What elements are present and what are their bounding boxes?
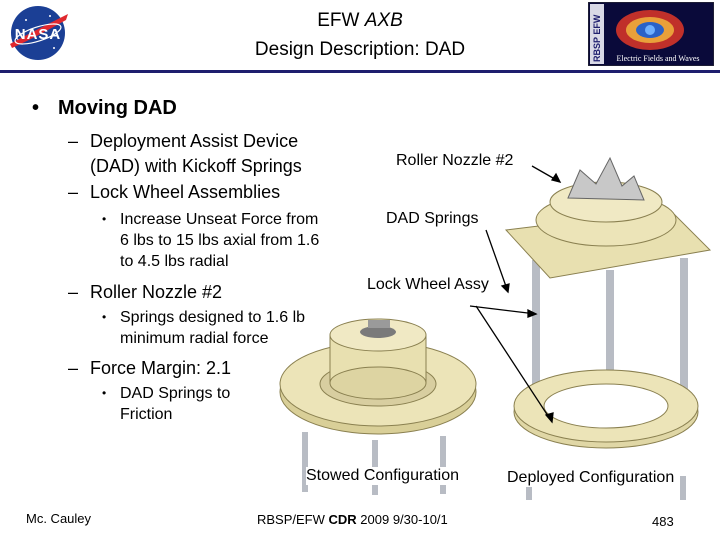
- footer-author: Mc. Cauley: [26, 511, 92, 526]
- footer-center-suffix: 2009 9/30-10/1: [356, 512, 448, 527]
- bullet-dad-text: Deployment Assist Device (DAD) with Kick…: [90, 131, 302, 176]
- bullet-roller: –Roller Nozzle #2: [68, 282, 223, 302]
- title-italic: AXB: [364, 10, 403, 31]
- mission-logo-caption: Electric Fields and Waves: [617, 54, 700, 63]
- bullet-dad: –Deployment Assist Device (DAD) with Kic…: [68, 131, 302, 176]
- caption-stowed: Stowed Configuration: [306, 467, 459, 485]
- header-rule: [0, 70, 720, 73]
- bullet-force-margin-text: Force Margin: 2.1: [90, 358, 232, 378]
- slide-title: EFW AXB Design Description: DAD: [150, 6, 570, 64]
- mission-logo-side-text: RBSP EFW: [592, 14, 602, 62]
- bullet-force-margin: –Force Margin: 2.1: [68, 358, 232, 378]
- footer-center-prefix: RBSP/EFW: [257, 512, 329, 527]
- bullet-main-text: Moving DAD: [58, 97, 177, 119]
- title-line2: Design Description: DAD: [254, 39, 466, 60]
- sub-bullet-friction-text: DAD Springs to Friction: [120, 385, 231, 423]
- sub-bullet-unseat: •Increase Unseat Force from 6 lbs to 15 …: [102, 211, 320, 270]
- deployed-configuration-render: [504, 156, 712, 500]
- bullet-roller-text: Roller Nozzle #2: [90, 282, 223, 302]
- sub-bullet-springs: •Springs designed to 1.6 lb minimum radi…: [102, 309, 306, 347]
- svg-text:NASA: NASA: [15, 26, 62, 43]
- bullet-main: • Moving DAD: [32, 97, 177, 120]
- sub-bullet-unseat-text: Increase Unseat Force from 6 lbs to 15 l…: [120, 211, 320, 270]
- dad-hardware-figure: [250, 140, 720, 500]
- callout-arrows: [469, 165, 562, 424]
- nasa-logo: NASA: [4, 4, 72, 62]
- callout-lock-wheel: Lock Wheel Assy: [367, 276, 489, 294]
- footer-center: RBSP/EFW CDR 2009 9/30-10/1: [257, 512, 448, 527]
- callout-dad-springs: DAD Springs: [386, 210, 479, 228]
- stowed-configuration-render: [279, 318, 477, 495]
- bullet-dot: •: [32, 97, 40, 119]
- sub-bullet-springs-text: Springs designed to 1.6 lb minimum radia…: [120, 309, 306, 347]
- sub-bullet-friction: •DAD Springs to Friction: [102, 385, 231, 423]
- caption-deployed: Deployed Configuration: [507, 469, 675, 487]
- footer-center-bold: CDR: [328, 512, 357, 527]
- efw-mission-logo: RBSP EFW Electric Fields and Waves: [587, 1, 715, 67]
- callout-roller-nozzle: Roller Nozzle #2: [396, 152, 514, 170]
- bullet-lock-wheel-text: Lock Wheel Assemblies: [90, 182, 281, 202]
- bullet-lock-wheel: –Lock Wheel Assemblies: [68, 182, 281, 202]
- title-prefix: EFW: [317, 10, 360, 31]
- page-number: 483: [652, 514, 674, 529]
